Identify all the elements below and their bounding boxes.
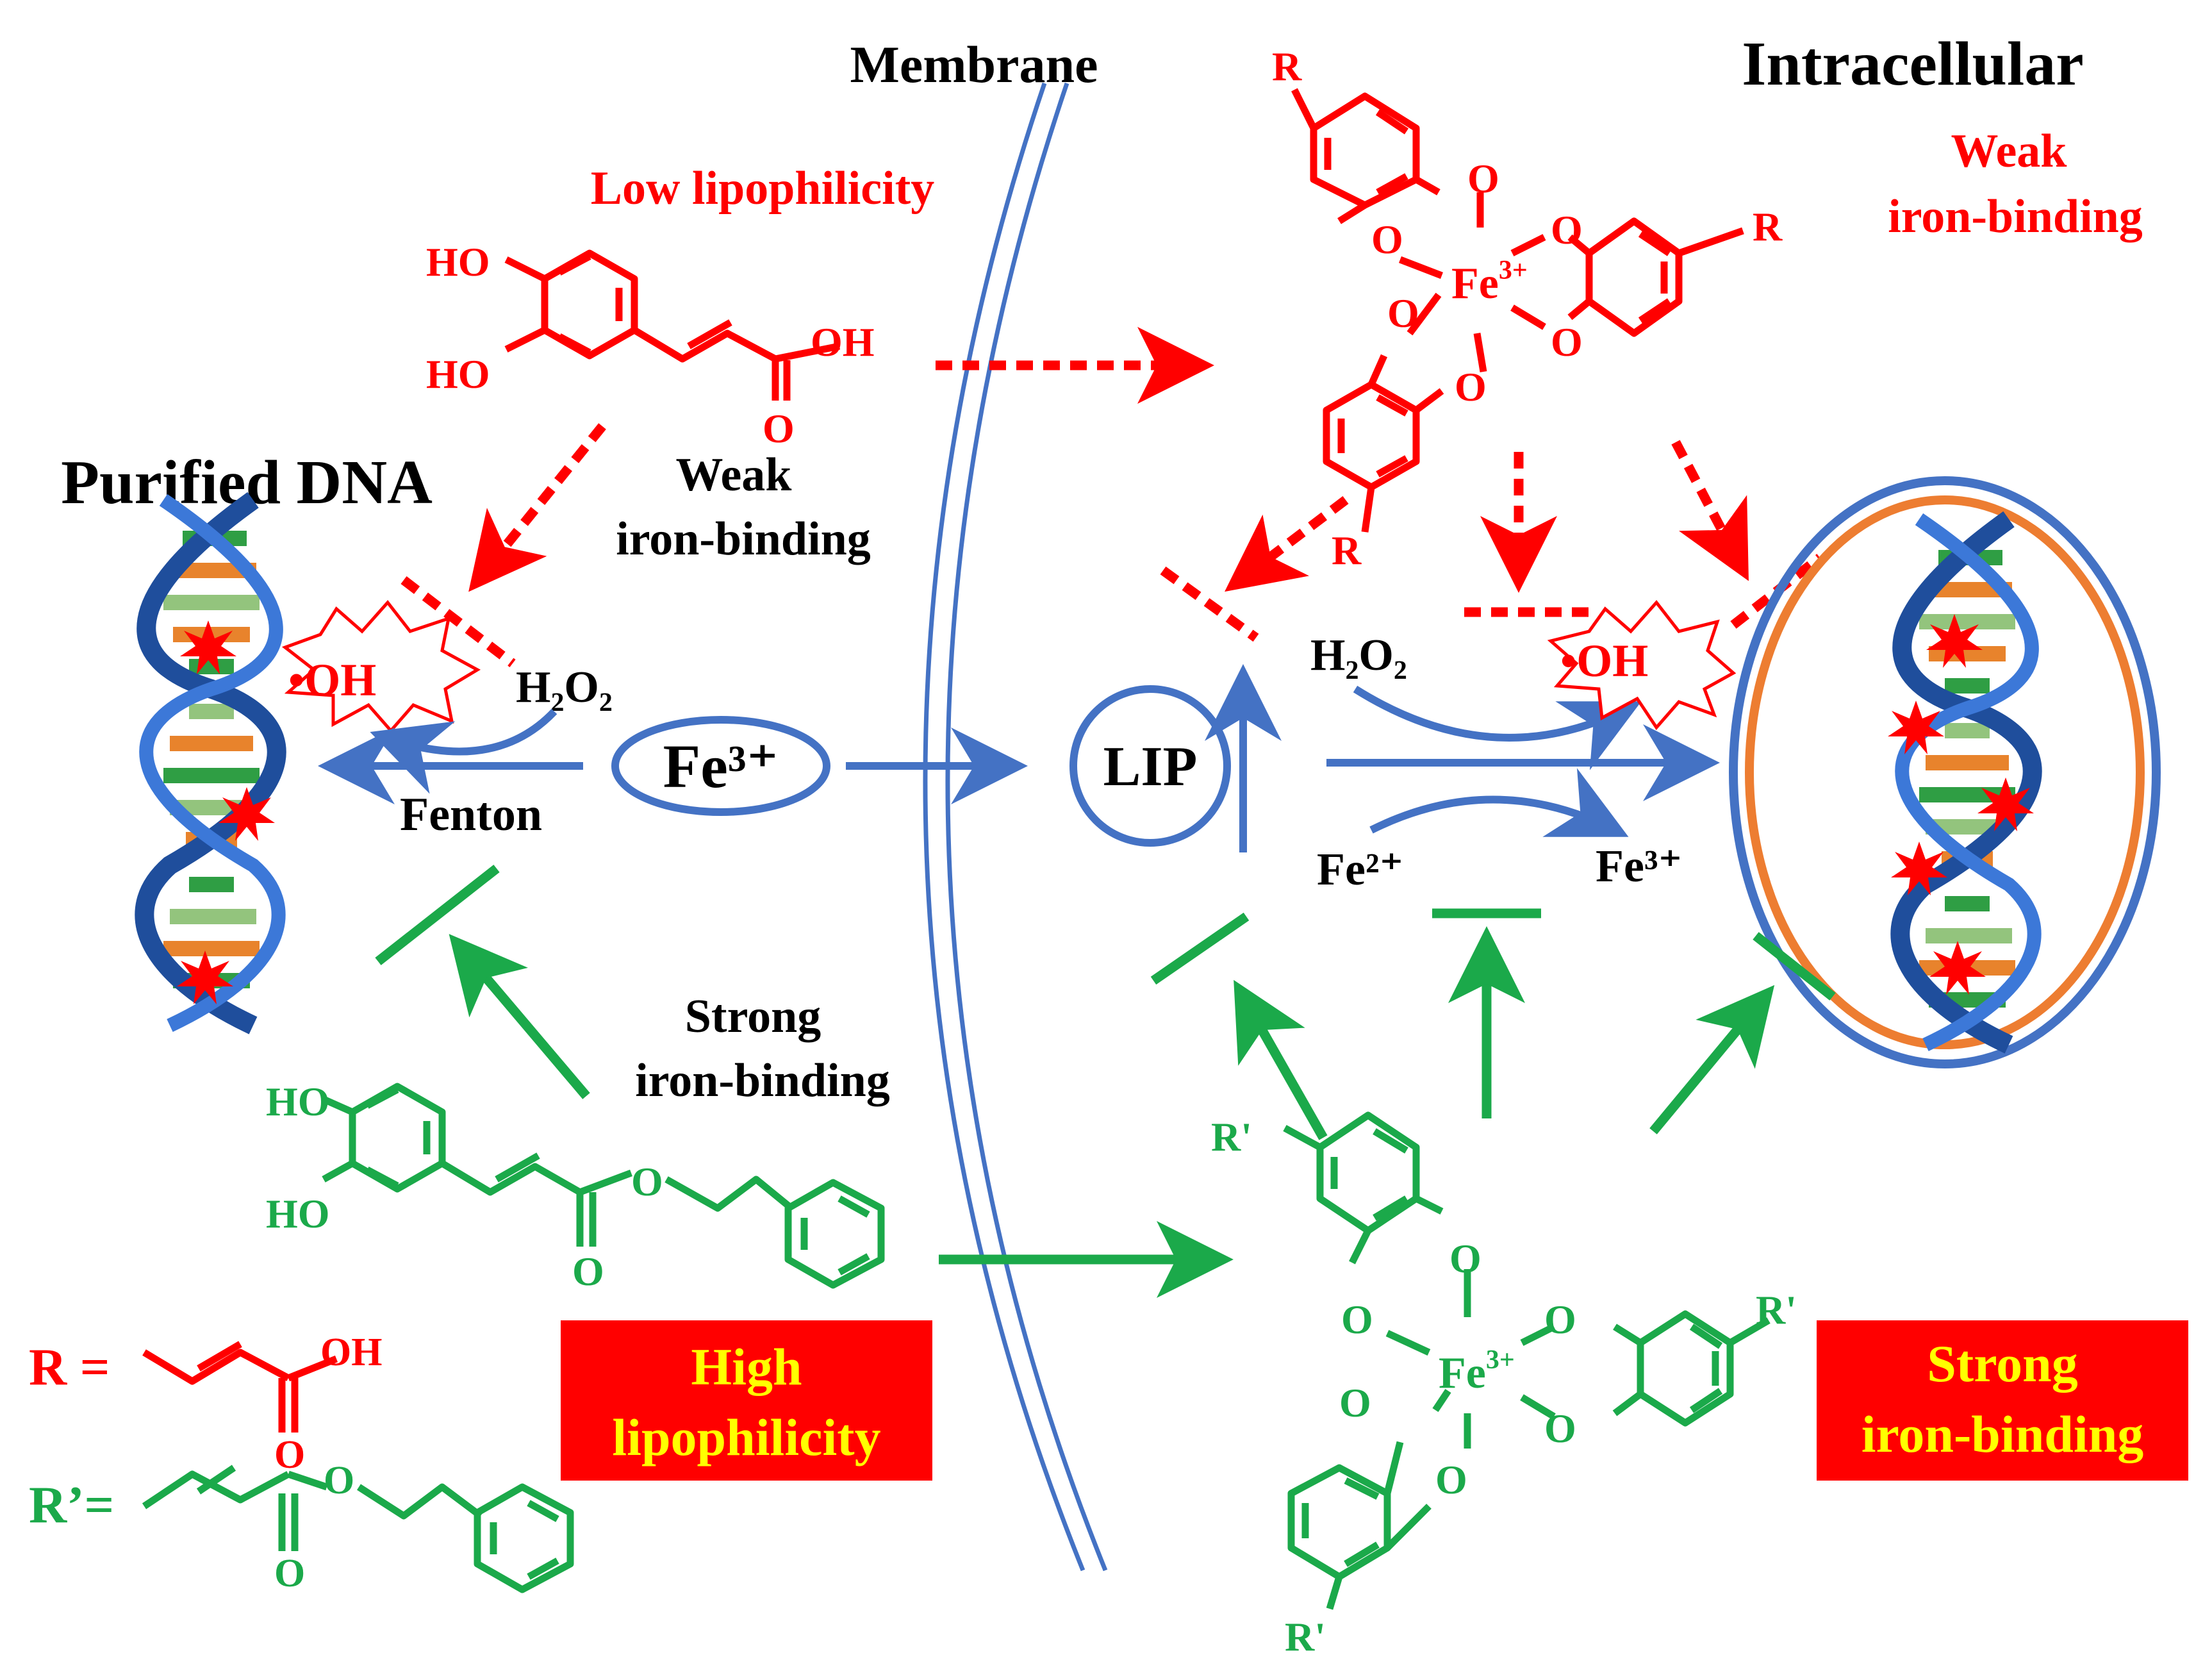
lip-green-block-bar [1150, 912, 1250, 985]
inner-h2o2-label: H₂O₂ [1310, 631, 1407, 680]
acid-complex-to-cell-dna-arrow [1671, 440, 1749, 581]
acid-complex-binding-line1: Weak [1951, 125, 2068, 178]
acid-iron-complex-structure [1291, 88, 1744, 533]
low-lipophilicity-label: Low lipophilicity [591, 162, 935, 215]
outer-iron-label: Fe³⁺ [663, 732, 779, 801]
ester-complex-r-right: R' [1756, 1287, 1797, 1333]
ester-structure [322, 1083, 885, 1289]
acid-complex-o5: O [1387, 290, 1419, 336]
lip-block-bar [1160, 566, 1259, 642]
acid-to-dna-arrow [468, 423, 606, 592]
membrane-label: Membrane [850, 35, 1098, 94]
dna-block-bar [400, 576, 516, 667]
ester-to-dna-arrow [449, 934, 590, 1099]
inner-fe3-label: Fe³⁺ [1596, 840, 1683, 892]
cell-dna-green-block-bar [1753, 932, 1836, 1001]
ester-o-link: O [631, 1159, 663, 1204]
legend-r-structure [142, 1341, 338, 1433]
ester-complex-o2: O [1341, 1297, 1373, 1342]
legend-r-prime-o-carbonyl: O [274, 1552, 305, 1595]
legend-r-oh: OH [320, 1331, 382, 1374]
outer-iron-ellipse [611, 716, 830, 816]
acid-complex-o1: O [1467, 156, 1499, 201]
ester-complex-metal: Fe3+ [1439, 1345, 1515, 1398]
nucleus-inner-ring [1745, 495, 2145, 1049]
legend-r-label: R = [29, 1338, 110, 1396]
membrane-double-line [923, 82, 1108, 1572]
outer-fenton-arrows [318, 708, 1028, 804]
acid-binding-line2: iron-binding [616, 513, 871, 565]
high-lipophilicity-line2: lipophilicity [612, 1408, 880, 1466]
acid-complex-binding-line2: iron-binding [1888, 190, 2143, 243]
purified-dna-helix [144, 500, 278, 1026]
ester-iron-complex-structure [1283, 1111, 1770, 1610]
ester-binding-line1: Strong [685, 990, 821, 1043]
acid-binding-line1: Weak [676, 449, 793, 501]
acid-oh: OH [811, 319, 875, 365]
ester-complex-o1: O [1449, 1236, 1482, 1281]
acid-complex-o3: O [1551, 207, 1583, 253]
ester-ho-bottom: HO [266, 1191, 330, 1236]
legend-r-prime-label: R’= [29, 1475, 114, 1534]
acid-complex-r-top: R [1272, 44, 1302, 89]
nucleus-outer-ring [1729, 476, 2161, 1068]
acid-complex-metal: Fe3+ [1451, 256, 1528, 308]
ester-complex-o6: O [1435, 1457, 1467, 1502]
ester-complex-to-lip-arrow [1234, 979, 1328, 1140]
acid-complex-to-lip-arrow [1225, 496, 1349, 592]
ester-complex-o3: O [1544, 1297, 1576, 1342]
acid-complex-r-bottom: R [1332, 527, 1362, 573]
strong-iron-binding-line2: iron-binding [1861, 1405, 2144, 1463]
ester-o-carbonyl: O [572, 1249, 604, 1294]
ester-binding-line2: iron-binding [635, 1054, 890, 1107]
legend-r-prime-structure [142, 1465, 574, 1593]
caffeic-acid-structure [504, 249, 841, 401]
high-lipophilicity-box [561, 1320, 932, 1481]
ester-ho-top: HO [266, 1079, 330, 1124]
inner-radical-burst [1547, 600, 1737, 731]
fenton-label: Fenton [400, 788, 542, 841]
legend-r-prime-o-link: O [324, 1459, 354, 1502]
green-arrows [375, 865, 1836, 1298]
acid-complex-o6: O [1455, 364, 1487, 410]
acid-complex-r-right: R [1753, 204, 1783, 249]
acid-ho-bottom: HO [426, 351, 490, 397]
outer-fenton-block-bar [375, 865, 500, 965]
acid-complex-o4: O [1551, 319, 1583, 365]
outer-radical-burst [281, 600, 481, 733]
intracellular-fenton-arrows [1205, 664, 1720, 852]
ester-complex-o4: O [1544, 1406, 1576, 1451]
ester-complex-o5: O [1339, 1380, 1371, 1425]
lip-label: LIP [1103, 736, 1198, 798]
fe2-label: Fe²⁺ [1317, 843, 1404, 895]
acid-complex-o2: O [1371, 217, 1403, 262]
outer-h2o2-label: H₂O₂ [516, 663, 613, 712]
strong-iron-binding-line1: Strong [1927, 1334, 2077, 1393]
ester-complex-r-top: R' [1211, 1114, 1252, 1159]
lip-circle [1069, 685, 1231, 847]
strong-iron-binding-box [1817, 1320, 2188, 1481]
acid-o: O [763, 406, 795, 451]
ester-complex-r-bottom: R' [1285, 1614, 1326, 1659]
inner-radical-label: •OH [1560, 635, 1648, 686]
outer-radical-label: •OH [288, 654, 376, 706]
acid-ho-top: HO [426, 239, 490, 285]
legend-r-o: O [274, 1433, 305, 1477]
intracellular-label: Intracellular [1742, 29, 2083, 99]
ester-complex-to-cell-dna-arrow [1649, 984, 1775, 1134]
high-lipophilicity-line1: High [691, 1338, 802, 1396]
